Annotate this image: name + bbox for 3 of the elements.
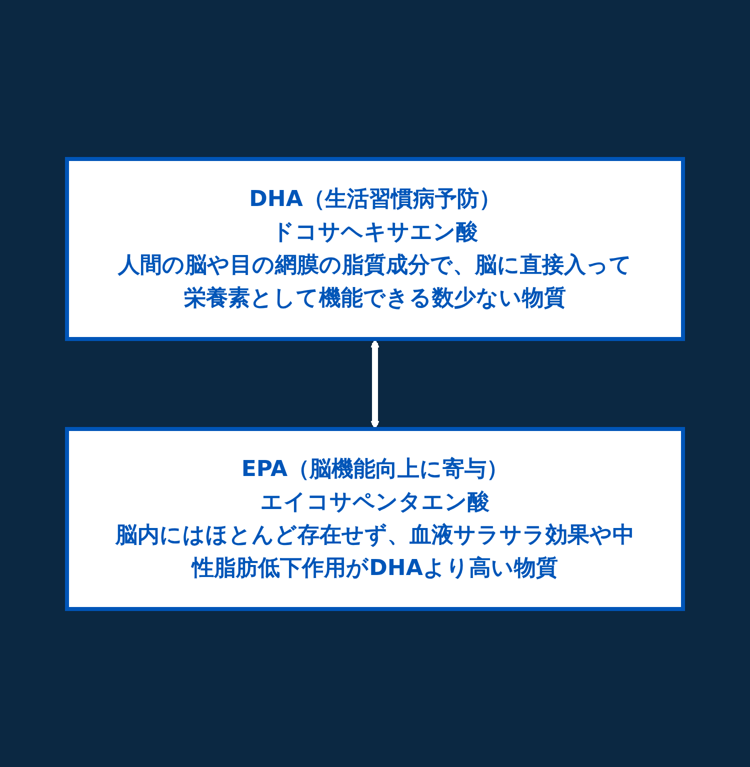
node-box: EPA（脳機能向上に寄与） エイコサペンタエン酸 脳内にはほとんど存在せず、血液サラサラ効果や中性脂肪低下作用がDHAより高い物質 — [65, 426, 685, 610]
node-box: DHA（生活習慣病予防） ドコサヘキサエン酸 人間の脳や目の網膜の脂質成分で、脳に直接入って栄養素として機能できる数少ない物質 — [65, 156, 685, 340]
arrow — [370, 338, 380, 429]
